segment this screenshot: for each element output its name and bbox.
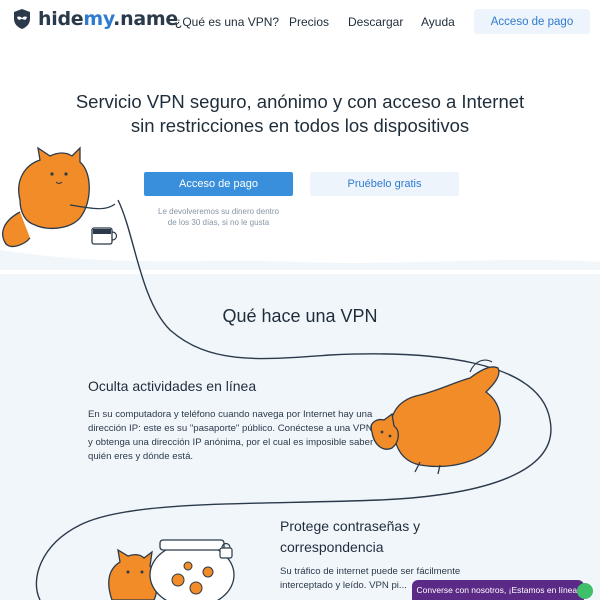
try-free-button[interactable]: Pruébelo gratis xyxy=(310,172,459,196)
feature-protect-passwords-text: Su tráfico de internet puede ser fácilme… xyxy=(280,566,461,591)
logo[interactable]: hidemy.name xyxy=(12,8,178,30)
nav-what-is-vpn[interactable]: ¿Qué es una VPN? xyxy=(175,15,280,29)
money-back-note: Le devolveremos su dinero dentro de los … xyxy=(158,207,279,227)
header: hidemy.name ¿Qué es una VPN? Precios Des… xyxy=(0,0,600,44)
nav-prices[interactable]: Precios xyxy=(289,15,330,29)
feature-protect-passwords-title: Protege contraseñas y correspondencia xyxy=(280,518,421,555)
main-nav: ¿Qué es una VPN? Precios Descargar Ayuda xyxy=(0,15,600,29)
hero-title: Servicio VPN seguro, anónimo y con acces… xyxy=(75,91,525,136)
nav-download[interactable]: Descargar xyxy=(348,15,404,29)
header-paid-access-button[interactable]: Acceso de pago xyxy=(474,9,590,34)
live-chat-button[interactable]: Converse con nosotros, ¡Estamos en línea… xyxy=(412,580,584,600)
logo-text: hidemy.name xyxy=(38,8,178,30)
feature-hide-activity-title: Oculta actividades en línea xyxy=(88,378,257,394)
feature-hide-activity-text: En su computadora y teléfono cuando nave… xyxy=(88,409,374,462)
nav-help[interactable]: Ayuda xyxy=(421,15,455,29)
paid-access-button[interactable]: Acceso de pago xyxy=(144,172,293,196)
section-title: Qué hace una VPN xyxy=(222,306,378,326)
shield-mask-icon xyxy=(14,9,30,29)
chat-online-indicator[interactable] xyxy=(577,583,593,599)
hero: Servicio VPN seguro, anónimo y con acces… xyxy=(0,44,600,274)
